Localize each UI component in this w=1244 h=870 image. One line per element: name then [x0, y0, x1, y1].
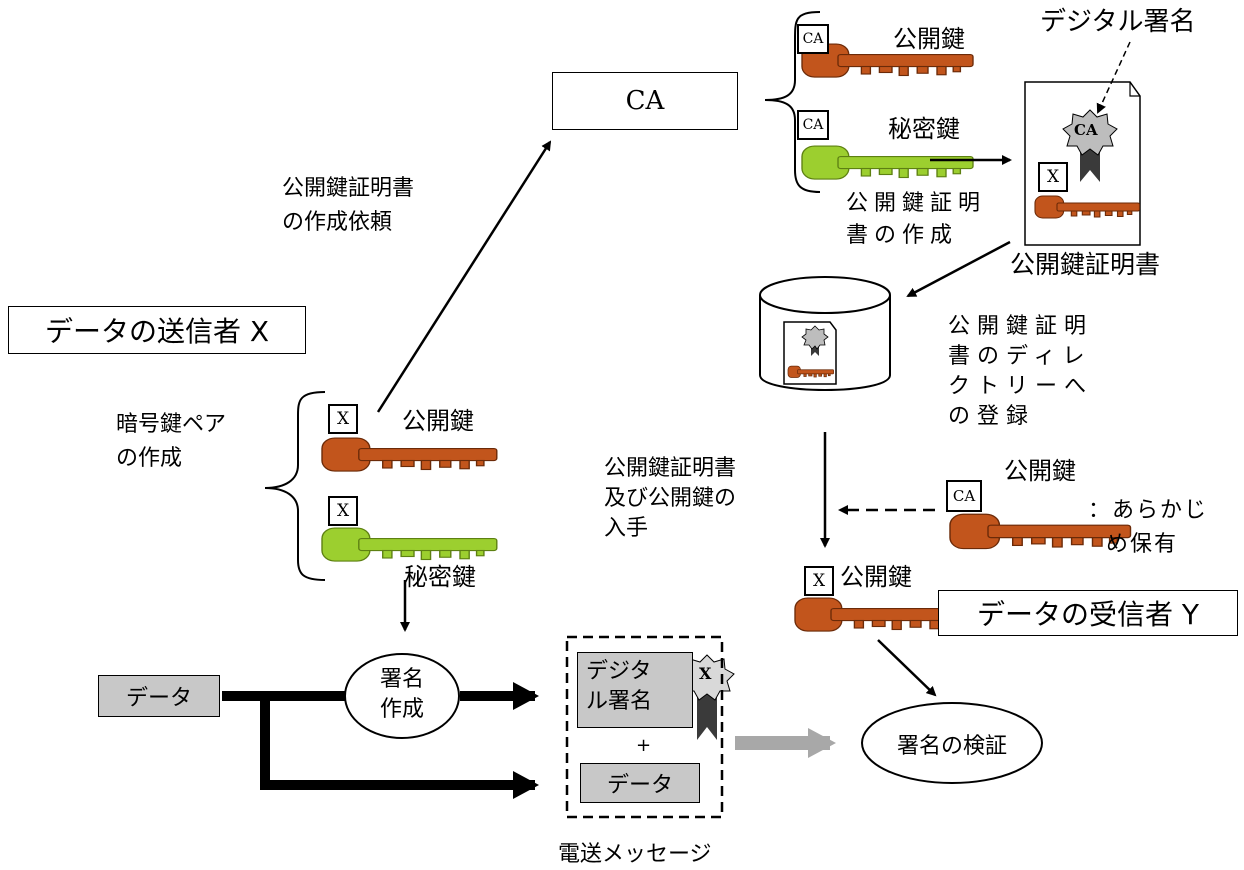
create-signature-text: 署名 作成: [345, 665, 459, 725]
receiver-box-label: データの受信者 Y: [976, 598, 1199, 631]
message-signature-seal-icon: [679, 654, 735, 740]
register-line3: クトリーへ: [948, 374, 1094, 399]
create-cert-line2: 書の作成: [846, 223, 959, 248]
message-data-box: データ: [580, 763, 700, 803]
verify-ellipse: [861, 702, 1043, 784]
keypair-line2: の作成: [116, 446, 183, 471]
receiver-public-key-label: 公開鍵: [840, 563, 912, 591]
sender-private-key-badge: X: [328, 496, 358, 526]
sender-key-bracket: [264, 391, 326, 581]
message-caption: 電送メッセージ: [558, 842, 712, 867]
ca-private-key-icon: [801, 145, 974, 180]
register-line2: 書のディレ: [948, 344, 1092, 369]
ca-box: CA: [552, 72, 738, 130]
preheld-ca-key-badge-text: CA: [952, 487, 976, 505]
data-box-left-label: データ: [125, 686, 192, 711]
message-signature-line2: ル署名: [586, 689, 653, 714]
request-arrow: [376, 140, 552, 413]
create-cert-line1: 公開鍵証明: [846, 191, 987, 216]
certificate-x-badge-text: X: [1046, 167, 1060, 187]
sender-public-key-badge: X: [328, 404, 358, 434]
request-line2: の作成依頼: [282, 210, 393, 235]
message-signature-line1: デジタ: [586, 659, 652, 684]
ca-public-key-badge-text: CA: [802, 31, 824, 47]
register-label: 公開鍵証明 書のディレ クトリーへ の登録: [948, 312, 1093, 432]
receiver-box: データの受信者 Y: [938, 590, 1238, 636]
sender-box: データの送信者 X: [8, 306, 306, 354]
create-signature-line2: 作成: [379, 697, 424, 722]
preheld-label: ：あらかじ め保有: [1088, 494, 1208, 562]
certificate-label: 公開鍵証明書: [1010, 250, 1161, 279]
preheld-line1: ：あらかじ: [1088, 498, 1209, 523]
keypair-label: 暗号鍵ペア の作成: [116, 408, 226, 476]
obtain-line2: 及び公開鍵の: [604, 486, 737, 511]
message-dashed-box: [565, 635, 724, 819]
preheld-ca-key-label: 公開鍵: [1004, 457, 1076, 485]
request-label: 公開鍵証明書 の作成依頼: [282, 172, 414, 240]
create-signature-ellipse: [344, 653, 460, 739]
receiver-public-key-badge-text: X: [812, 571, 826, 591]
sender-private-key-badge-text: X: [336, 501, 350, 521]
sender-box-label: データの送信者 X: [44, 315, 270, 348]
preheld-line2: め保有: [1106, 532, 1179, 557]
ca-private-key-badge: CA: [797, 110, 829, 140]
register-arrow: [906, 240, 1011, 298]
directory-database-icon: [759, 276, 891, 391]
certificate-x-badge: X: [1038, 162, 1068, 192]
register-line1: 公開鍵証明: [948, 314, 1094, 339]
message-signature-box: デジタ ル署名: [577, 652, 693, 728]
verify-text: 署名の検証: [896, 734, 1007, 759]
message-plus: +: [636, 735, 652, 756]
request-line1: 公開鍵証明書: [282, 176, 415, 201]
message-seal-x: X: [699, 664, 712, 683]
obtain-line1: 公開鍵証明書: [604, 456, 737, 481]
ca-box-label: CA: [625, 86, 665, 116]
keypair-line1: 暗号鍵ペア: [116, 412, 227, 437]
verify-arrow: [877, 639, 937, 697]
digital-signature-label: デジタル署名: [1040, 7, 1196, 37]
ca-key-bracket: [764, 11, 821, 193]
ca-public-key-label: 公開鍵: [893, 25, 965, 53]
register-line4: の登録: [948, 404, 1036, 429]
sender-public-key-label: 公開鍵: [402, 407, 474, 435]
certificate-document-icon: [1024, 81, 1141, 246]
sender-public-key-icon: [321, 437, 498, 472]
ca-private-key-badge-text: CA: [802, 117, 824, 133]
create-cert-label: 公開鍵証明 書の作成: [846, 188, 986, 252]
ca-public-key-badge: CA: [797, 24, 829, 54]
receiver-public-key-badge: X: [804, 566, 834, 596]
sender-private-key-icon: [321, 527, 498, 562]
ca-private-key-label: 秘密鍵: [888, 115, 960, 143]
thick-data-arrows: [222, 682, 539, 799]
sender-public-key-badge-text: X: [336, 409, 350, 429]
sender-private-key-label: 秘密鍵: [404, 563, 476, 591]
preheld-ca-key-badge: CA: [946, 480, 982, 512]
data-box-left: データ: [98, 675, 220, 717]
obtain-line3: 入手: [604, 516, 649, 541]
certificate-seal-ca: CA: [1074, 121, 1098, 139]
create-signature-line1: 署名: [379, 667, 424, 692]
obtain-label: 公開鍵証明書 及び公開鍵の 入手: [604, 454, 736, 544]
message-data-label: データ: [606, 773, 673, 798]
